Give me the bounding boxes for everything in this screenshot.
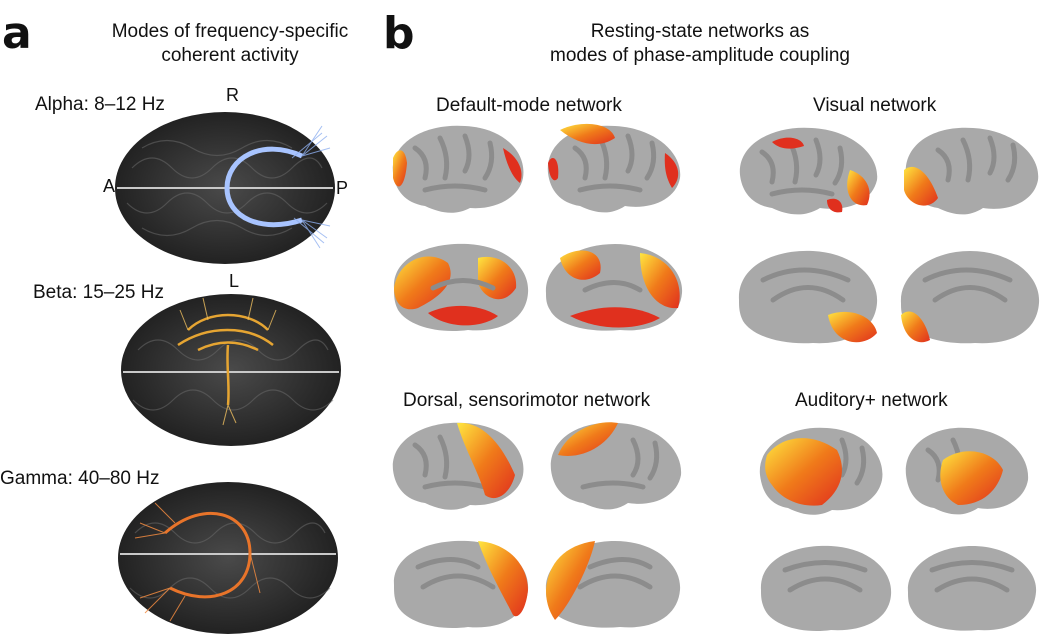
panel-b-letter: b [383,8,415,59]
dmn-medial-left [388,238,533,338]
panel-a-title: Modes of frequency-specific coherent act… [80,20,380,68]
dorsal-medial-right [540,535,685,635]
panel-b-title-line2: modes of phase-amplitude coupling [550,45,850,66]
auditory-medial-right [902,540,1042,638]
dorsal-medial-left [388,535,533,635]
panel-a-title-line1: Modes of frequency-specific [111,21,349,42]
gamma-brain-top-view [115,478,341,638]
beta-brain-top-view [118,290,344,450]
orientation-anterior: A [103,176,116,196]
dmn-medial-right [540,238,688,338]
dorsal-lateral-right [543,415,688,515]
default-mode-network-title: Default-mode network [436,95,622,116]
alpha-brain-top-view [112,108,338,268]
alpha-band-label: Alpha: 8–12 Hz [35,94,165,115]
beta-band-label: Beta: 15–25 Hz [33,282,164,303]
visual-medial-left [733,245,883,353]
gamma-band-label: Gamma: 40–80 Hz [0,468,160,489]
visual-network-title: Visual network [813,95,937,116]
orientation-right: R [226,85,239,105]
orientation-left: L [229,271,240,291]
auditory-network-title: Auditory+ network [795,390,948,411]
dmn-lateral-right [540,118,688,218]
panel-b-title-line1: Resting-state networks as [590,21,810,42]
panel-a-letter: a [2,8,32,59]
panel-b-title: Resting-state networks as modes of phase… [520,20,880,68]
orientation-posterior: P [336,178,349,198]
dorsal-lateral-left [385,415,530,515]
auditory-lateral-right [898,420,1036,520]
dorsal-sensorimotor-network-title: Dorsal, sensorimotor network [403,390,651,411]
auditory-lateral-left [752,420,890,520]
visual-lateral-right [898,120,1046,220]
dmn-lateral-left [385,118,530,218]
panel-a-title-line2: coherent activity [161,45,299,66]
auditory-medial-left [755,540,895,638]
visual-lateral-left [732,120,884,220]
visual-medial-right [895,245,1045,353]
